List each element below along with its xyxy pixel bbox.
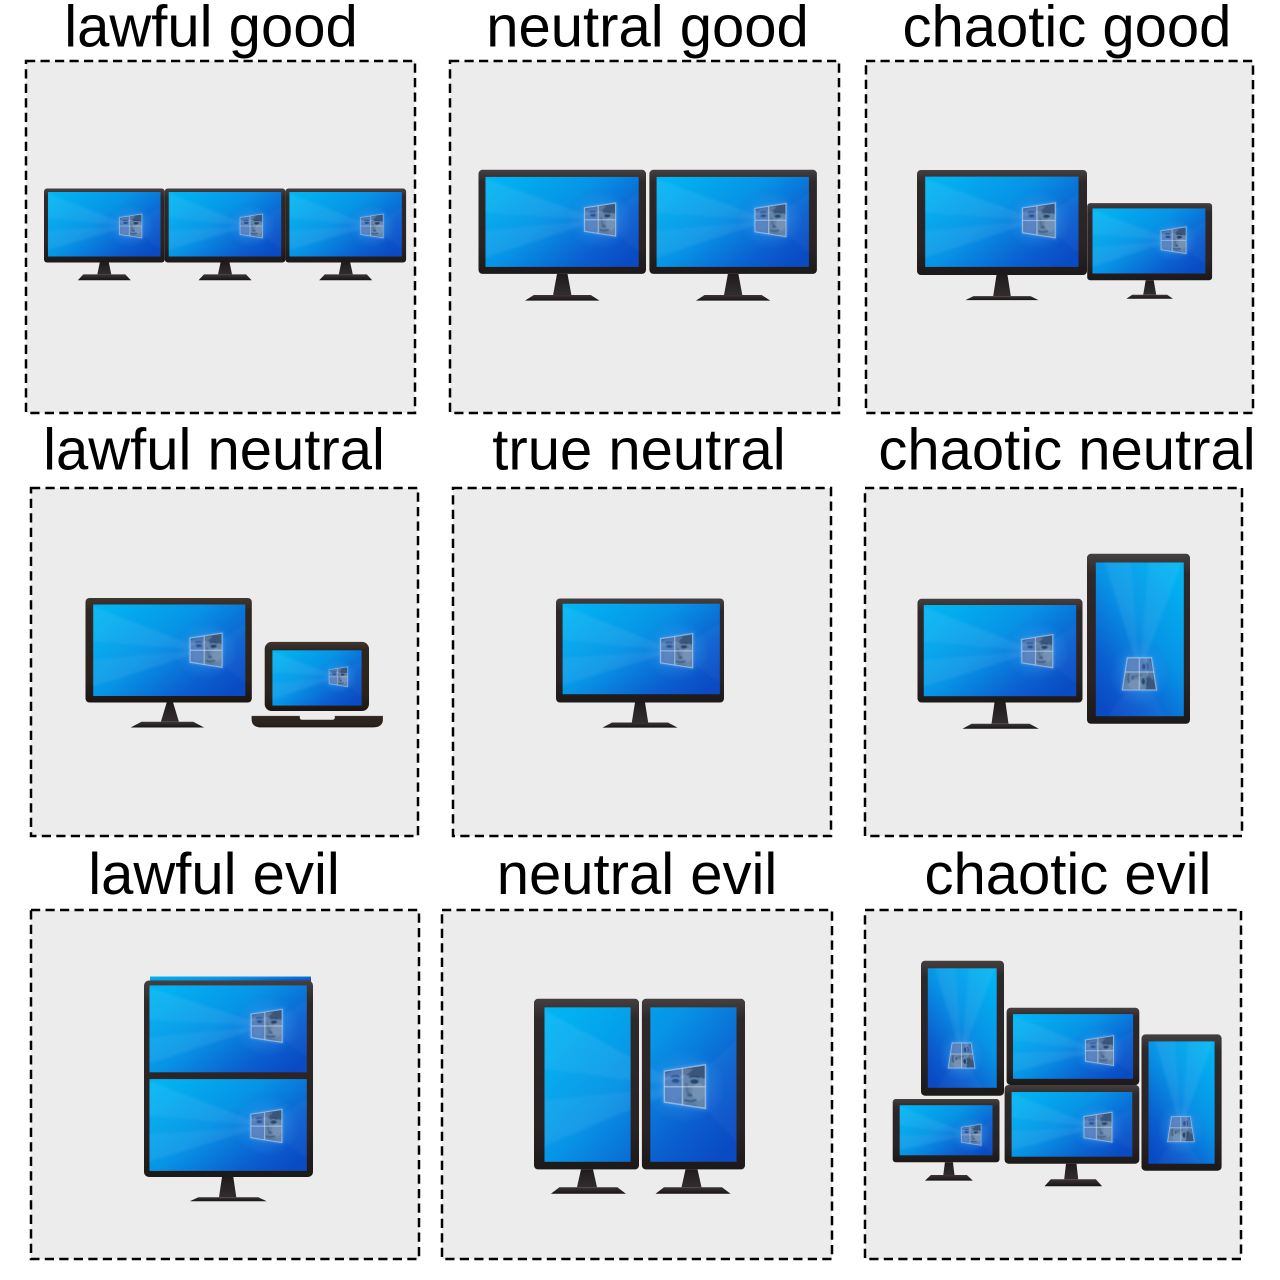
svg-text:chaotic neutral: chaotic neutral xyxy=(878,418,1255,483)
svg-text:lawful evil: lawful evil xyxy=(88,842,339,907)
svg-text:lawful good: lawful good xyxy=(64,0,357,60)
svg-text:chaotic good: chaotic good xyxy=(903,0,1232,60)
svg-text:lawful neutral: lawful neutral xyxy=(43,418,385,483)
svg-text:neutral good: neutral good xyxy=(486,0,808,60)
svg-text:chaotic evil: chaotic evil xyxy=(925,842,1212,907)
svg-text:neutral evil: neutral evil xyxy=(497,842,777,907)
svg-text:true neutral: true neutral xyxy=(492,418,785,483)
